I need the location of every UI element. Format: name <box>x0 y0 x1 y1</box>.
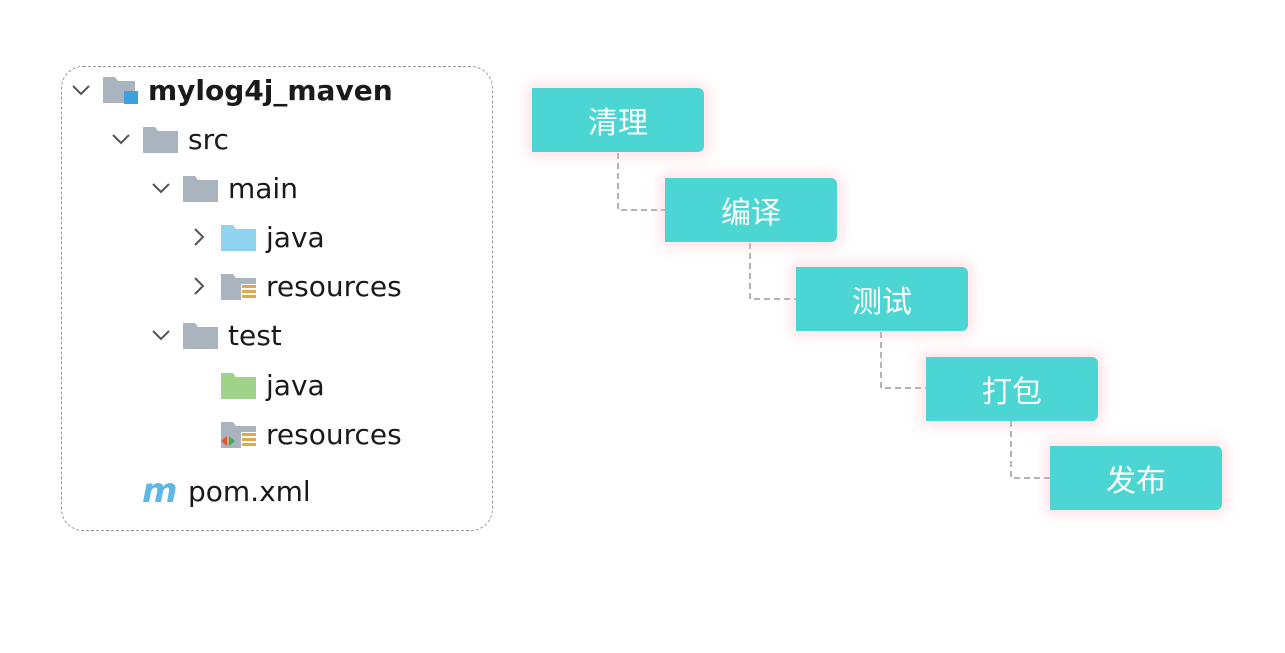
chevron-down-icon[interactable] <box>148 175 174 201</box>
folder-icon <box>142 124 180 154</box>
tree-label-test-resources: resources <box>266 417 402 451</box>
tree-node-main-java[interactable]: java <box>186 220 325 254</box>
tree-label-main-java: java <box>266 220 325 254</box>
folder-icon <box>182 173 220 203</box>
source-folder-icon <box>220 222 258 252</box>
test-source-folder-icon <box>220 370 258 400</box>
chevron-down-icon[interactable] <box>108 126 134 152</box>
tree-node-test-java[interactable]: java <box>186 368 325 402</box>
maven-icon: m <box>142 471 180 511</box>
project-tree-panel <box>61 66 493 531</box>
tree-node-test-resources[interactable]: resources <box>186 417 402 451</box>
connector-1-2 <box>617 153 665 211</box>
maven-icon-glyph: m <box>142 471 178 511</box>
step-deploy: 发布 <box>1050 446 1222 510</box>
step-compile: 编译 <box>665 178 837 242</box>
tree-label-test: test <box>228 318 282 352</box>
step-test: 测试 <box>796 267 968 331</box>
tree-node-pom[interactable]: m pom.xml <box>108 474 311 508</box>
tree-node-main[interactable]: main <box>148 171 298 205</box>
chevron-right-icon[interactable] <box>186 273 212 299</box>
tree-node-test[interactable]: test <box>148 318 282 352</box>
tree-node-root[interactable]: mylog4j_maven <box>68 73 393 107</box>
resources-folder-icon <box>220 271 258 301</box>
module-folder-icon <box>102 75 140 105</box>
tree-label-root: mylog4j_maven <box>148 73 393 107</box>
folder-icon <box>182 320 220 350</box>
tree-node-main-resources[interactable]: resources <box>186 269 402 303</box>
tree-label-main: main <box>228 171 298 205</box>
test-resources-folder-icon <box>220 419 258 449</box>
connector-4-5 <box>1010 421 1050 479</box>
connector-2-3 <box>749 243 796 300</box>
connector-3-4 <box>880 332 926 389</box>
chevron-down-icon[interactable] <box>148 322 174 348</box>
tree-label-src: src <box>188 122 229 156</box>
tree-label-main-resources: resources <box>266 269 402 303</box>
chevron-right-icon[interactable] <box>186 224 212 250</box>
tree-label-pom: pom.xml <box>188 474 311 508</box>
tree-label-test-java: java <box>266 368 325 402</box>
step-package: 打包 <box>926 357 1098 421</box>
step-clean: 清理 <box>532 88 704 152</box>
chevron-down-icon[interactable] <box>68 77 94 103</box>
tree-node-src[interactable]: src <box>108 122 229 156</box>
